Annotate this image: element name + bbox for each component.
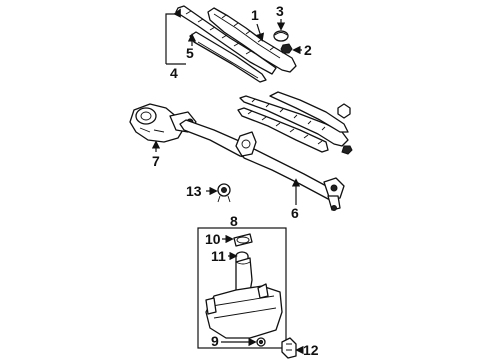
callout-13: 13 (186, 183, 202, 199)
callout-8: 8 (230, 213, 238, 229)
pivot-nut (280, 43, 293, 54)
wiper-motor (129, 103, 197, 143)
wiper-arm-lower (239, 91, 353, 155)
washer-pump (281, 337, 297, 359)
wiper-blade-lower (237, 107, 329, 153)
callout-11: 11 (211, 248, 226, 264)
washer-cap (233, 233, 253, 247)
pivot-cap (273, 30, 289, 42)
callout-7: 7 (152, 153, 160, 169)
wiper-arm-upper (207, 7, 297, 73)
callout-12: 12 (303, 342, 319, 358)
callout-2: 2 (304, 42, 312, 58)
wiper-linkage (179, 119, 345, 211)
callout-6: 6 (291, 205, 299, 221)
callout-3: 3 (276, 3, 284, 19)
washer-assembly-box (197, 227, 287, 349)
callout-1: 1 (251, 7, 259, 23)
washer-reservoir (205, 257, 283, 339)
callout-9: 9 (211, 333, 219, 349)
callout-4: 4 (170, 65, 178, 81)
wiper-blade-upper (175, 5, 277, 83)
washer-grommet (256, 337, 266, 347)
callout-10: 10 (205, 231, 221, 247)
callout-5: 5 (186, 45, 194, 61)
linkage-clip (217, 183, 231, 203)
